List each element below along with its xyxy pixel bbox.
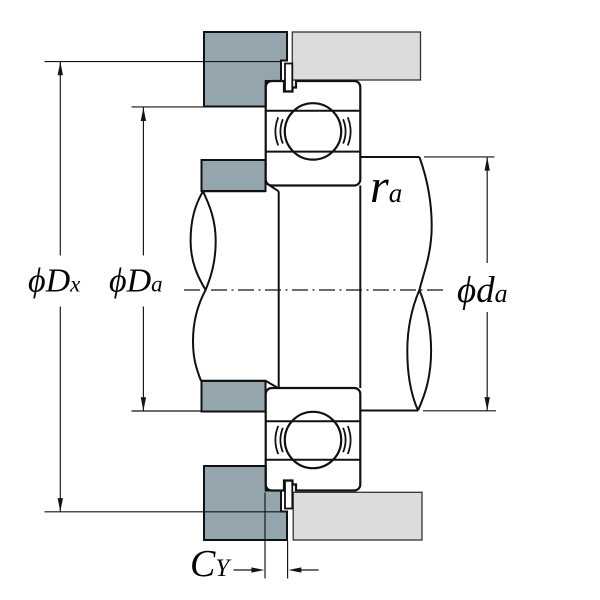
bearing-lower-section [264,386,362,510]
cover-upper [291,31,422,81]
bearing-upper-ball [283,102,343,161]
dim-cy-arrow-right [251,567,265,573]
cover-plates [291,31,423,541]
dim-housing-abutment [131,106,205,412]
label-subscript: a [389,178,403,208]
label-snap-ring-od: ϕDx [28,263,81,300]
label-main: C [190,543,216,585]
shaft-left-break [189,190,217,382]
labels: ϕDx ϕDa ϕda ra CY [28,160,508,585]
spacer-upper [200,159,267,192]
shaft [189,156,433,412]
bearing-upper-section [264,62,362,187]
bearing-lower-ball [283,410,343,470]
dim-dsa-arrow-up [484,157,490,171]
spacer-lower [200,379,267,413]
dim-dx-arrow-up [57,61,63,76]
label-main: D [126,263,152,300]
label-snap-ring-width: CY [190,543,232,585]
label-subscript: a [495,279,508,308]
phi-symbol: ϕ [109,263,127,300]
label-housing-abutment: ϕDa [109,263,163,300]
dim-shaft-abutment [423,156,496,412]
dim-snap-ring-width [233,492,319,579]
bearing-upper-cage-arcs [274,117,352,146]
dim-dx-arrow-down [57,498,63,512]
bearing-lower-cage-arcs [274,425,352,455]
label-subscript: Y [215,555,232,582]
label-shaft-abutment: ϕda [457,270,508,311]
shaft-right-break [406,156,433,411]
label-subscript: x [69,272,81,297]
label-subscript: a [151,272,163,297]
dim-da-arrow-down [140,397,147,411]
label-main: d [476,270,495,311]
snap-ring-upper [284,62,294,93]
cover-lower [292,491,423,541]
dim-da-arrow-up [140,107,147,121]
dim-snap-ring-od [44,61,281,513]
snap-ring-lower [284,479,294,510]
housing [203,31,288,541]
phi-symbol: ϕ [28,263,46,300]
label-fillet-radius: ra [370,160,402,213]
label-main: D [45,263,71,300]
dimensions [44,61,496,579]
phi-symbol: ϕ [457,270,476,311]
bearing-upper-body [264,79,362,187]
label-main: r [370,160,389,213]
dim-dsa-arrow-down [484,397,490,411]
dim-cy-arrow-left [288,567,302,573]
